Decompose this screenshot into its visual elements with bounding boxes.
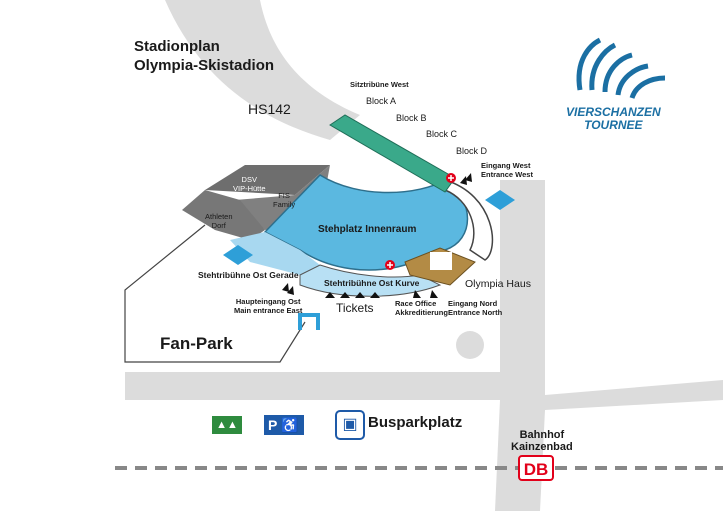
athleten-dorf — [182, 190, 265, 240]
race-office-label: Race Office Akkreditierung — [395, 299, 448, 317]
vierschanzen-logo: VIERSCHANZEN TOURNEE — [566, 106, 661, 132]
fis-line2: Family — [273, 200, 296, 209]
dsv-line1: DSV — [241, 175, 257, 184]
logo-line2: TOURNEE — [584, 118, 643, 132]
busparkplatz-label: Busparkplatz — [368, 414, 463, 431]
athleten-line1: Athleten — [205, 212, 233, 221]
first-aid-icon — [385, 260, 395, 270]
stehtribuene-ost-gerade — [230, 232, 320, 275]
sitztribuene-west-label: Sitztribüne West — [350, 80, 409, 89]
entrance-west-en: Entrance West — [481, 170, 533, 179]
west-curve — [444, 178, 494, 261]
stehtribuene-ost-kurve — [299, 264, 442, 297]
entrance-east-en: Main entrance East — [234, 306, 303, 315]
entrance-east-label: Haupteingang Ost Main entrance East — [234, 297, 302, 315]
station-line1: Bahnhof — [519, 429, 565, 441]
entrance-arrows — [282, 173, 472, 298]
fan-park-gate — [298, 313, 320, 330]
entrance-west-label: Eingang West Entrance West — [481, 161, 533, 179]
fis-line1: FIS — [278, 191, 290, 200]
race-office-line1: Race Office — [395, 299, 437, 308]
block-a-label: Block A — [366, 96, 397, 106]
athleten-line2: Dorf — [211, 221, 226, 230]
entrance-north-en: Entrance North — [448, 308, 503, 317]
road-hs142 — [165, 0, 360, 140]
fan-park-area — [124, 224, 306, 363]
olympia-haus-logo — [430, 252, 452, 270]
athleten-label: Athleten Dorf — [205, 212, 233, 230]
race-office-line2: Akkreditierung — [395, 308, 448, 317]
wc-icon — [485, 190, 515, 210]
first-aid-icon — [446, 173, 456, 183]
ticket-entrance-arrows — [325, 292, 380, 298]
stehplatz-innenraum-area — [263, 174, 469, 271]
fan-park-label: Fan-Park — [160, 334, 233, 353]
bus-icon: ▣ — [335, 410, 365, 440]
tickets-label: Tickets — [336, 301, 374, 315]
sitztribuene-west — [329, 114, 456, 193]
dsv-line2: VIP-Hütte — [233, 184, 266, 193]
road-label-hs142: HS142 — [248, 101, 291, 117]
entrance-east-de: Haupteingang Ost — [235, 297, 301, 306]
logo-line1: VIERSCHANZEN — [566, 105, 661, 119]
entrance-west-de: Eingang West — [481, 161, 531, 170]
title-line1: Stadionplan — [134, 38, 220, 55]
fis-label: FIS Family — [273, 191, 295, 209]
station-label: Bahnhof Kainzenbad — [511, 429, 573, 453]
block-c-label: Block C — [426, 129, 458, 139]
olympia-haus-label: Olympia Haus — [465, 278, 531, 290]
entrance-north-de: Eingang Nord — [448, 299, 498, 308]
ost-gerade-label: Stehtribühne Ost Gerade — [198, 270, 299, 280]
block-d-label: Block D — [456, 146, 488, 156]
parking-disabled-icon: P ♿ — [264, 415, 304, 435]
db-logo-icon: DB — [518, 455, 554, 481]
entrance-north-label: Eingang Nord Entrance North — [448, 299, 502, 317]
map-title: Stadionplan Olympia-Skistadion — [134, 37, 274, 75]
wc-icon — [223, 245, 253, 265]
roundabout — [456, 331, 484, 359]
ost-kurve-label: Stehtribühne Ost Kurve — [324, 278, 420, 288]
wc-legend-icon: ▲▲ — [212, 416, 242, 434]
station-line2: Kainzenbad — [511, 441, 573, 453]
title-line2: Olympia-Skistadion — [134, 57, 275, 74]
dsv-vip-huette — [205, 165, 330, 195]
stehplatz-innenraum-label: Stehplatz Innenraum — [318, 224, 417, 235]
vierschanzen-logo-icon — [576, 37, 666, 99]
block-b-label: Block B — [396, 113, 427, 123]
dsv-label: DSV VIP-Hütte — [233, 175, 266, 193]
